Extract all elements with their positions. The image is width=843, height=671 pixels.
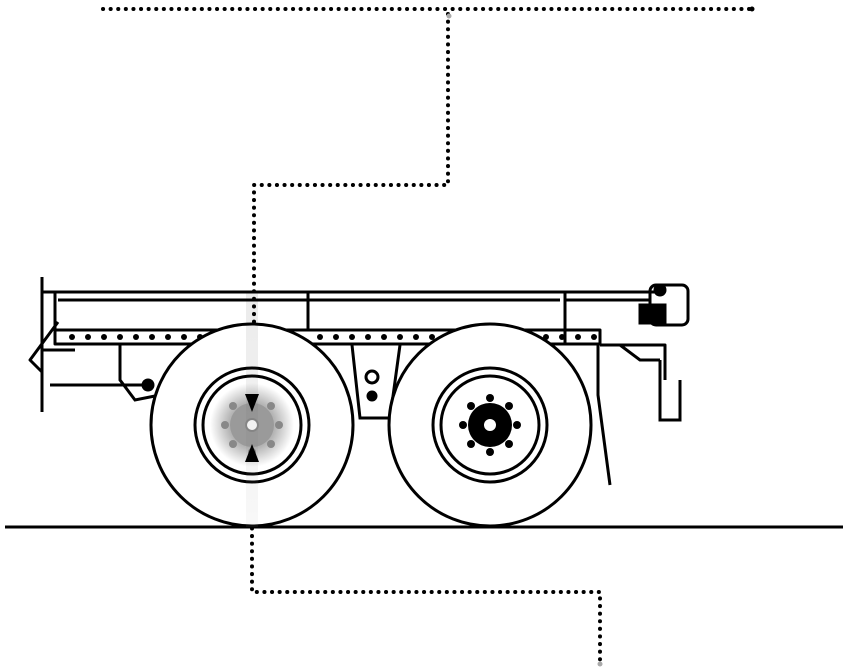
center-hanger: [350, 344, 402, 420]
trailer-frame: [28, 277, 667, 412]
leader-fade-dot-bottom: [597, 661, 603, 667]
rear-wheel: [149, 292, 355, 528]
perforated-rail: [53, 328, 602, 346]
leader-fade-dot-top: [446, 13, 452, 19]
front-strut: [619, 343, 660, 362]
front-hub-center: [484, 419, 496, 431]
suspension: [118, 344, 612, 486]
rear-hanger: [118, 345, 161, 402]
front-rim-inner: [439, 374, 541, 476]
arrow-down-icon: [245, 394, 259, 412]
front-wheel: [387, 322, 593, 528]
rear-bumper: [28, 321, 150, 387]
bottom-leader-line: [250, 458, 602, 662]
leader-end-dot: [749, 6, 755, 12]
center-hanger-bolt-bottom: [366, 390, 378, 402]
hub-arrows: [245, 394, 259, 462]
front-rim-outer: [431, 366, 549, 484]
arrow-up-icon: [245, 444, 259, 462]
center-hanger-bolt-top: [364, 369, 380, 385]
front-hanger: [596, 345, 612, 486]
front-hub-studs: [459, 394, 521, 456]
front-hitch: [638, 283, 690, 422]
rear-hanger-bolt: [141, 378, 155, 392]
